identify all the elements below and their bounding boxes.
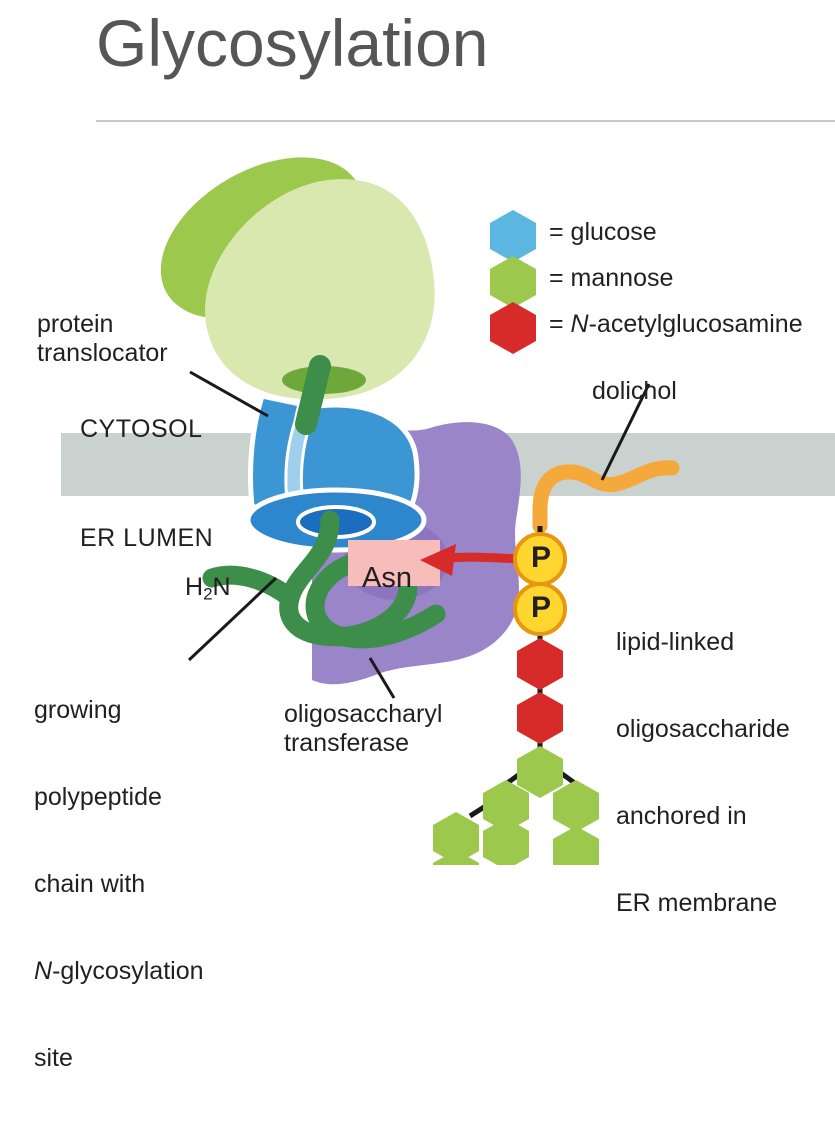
leader-transferase xyxy=(368,657,396,699)
label-growing-chain: growing polypeptide chain with N-glycosy… xyxy=(34,638,204,1131)
legend-glcnac-italic-n: N xyxy=(570,310,589,338)
sugar-n-acetylglucosamine-2 xyxy=(517,692,563,744)
sugar-mannose-core xyxy=(517,746,563,798)
sugar-mannose-branch-left-upper xyxy=(483,780,529,832)
polypeptide-n-terminal-arm xyxy=(202,565,300,608)
legend-swatch-glucose xyxy=(490,210,536,262)
leader-growing-chain xyxy=(187,576,278,662)
transfer-arrow-head xyxy=(420,544,456,576)
growing-chain-line-4-rest: -glycosylation xyxy=(52,957,204,985)
asn-box xyxy=(348,540,440,586)
growing-chain-italic-n: N xyxy=(34,957,53,985)
growing-chain-line-1: growing xyxy=(34,696,122,724)
label-h2n: H2N xyxy=(185,573,231,608)
diagram-canvas xyxy=(0,128,835,865)
growing-chain-line-2: polypeptide xyxy=(34,783,162,811)
label-cytosol: CYTOSOL xyxy=(80,415,203,443)
ribosome-small-subunit xyxy=(204,179,435,400)
phosphate-1-letter: P xyxy=(531,541,552,574)
label-lipid-linked-oligosaccharide: lipid-linked oligosaccharide anchored in… xyxy=(616,570,790,976)
lipid-linked-line-4: ER membrane xyxy=(616,889,778,917)
sugar-mannose-branch-middle xyxy=(483,818,529,865)
dolichol-tail xyxy=(532,460,680,518)
leader-dolichol xyxy=(600,383,651,481)
legend-glcnac-suffix: -acetylglucosamine xyxy=(588,310,803,338)
h2n-subscript: 2 xyxy=(203,584,213,604)
growing-chain-line-3: chain with xyxy=(34,870,146,898)
phosphate-2-letter: P xyxy=(531,591,552,624)
label-protein-translocator: protein translocator xyxy=(37,310,168,367)
legend-swatch-glcnac xyxy=(490,302,536,354)
lipid-linked-line-1: lipid-linked xyxy=(616,628,735,656)
phosphate-group-2 xyxy=(513,582,567,636)
legend-label-glucose: = glucose xyxy=(549,218,657,246)
sugar-mannose-branch-left-terminal xyxy=(433,850,479,865)
label-dolichol: dolichol xyxy=(592,377,677,405)
legend-glcnac-prefix: = xyxy=(549,310,571,338)
sugar-n-acetylglucosamine-1 xyxy=(517,638,563,690)
legend-label-glcnac: = N-acetylglucosamine xyxy=(549,310,803,339)
h2n-h: H xyxy=(185,573,204,601)
sugar-mannose-branch-left-outer xyxy=(433,812,479,864)
legend-label-mannose: = mannose xyxy=(549,264,674,292)
h2n-n: N xyxy=(212,573,231,601)
figure-root: Glycosylation xyxy=(0,6,835,1072)
label-asn: Asn xyxy=(362,562,412,594)
leader-lines xyxy=(187,370,651,699)
growing-chain-line-5: site xyxy=(34,1044,73,1072)
label-oligosaccharyl-transferase: oligosaccharyl transferase xyxy=(284,700,443,757)
polypeptide-in-ribosome xyxy=(295,355,331,435)
sugar-mannose-branch-right-mid xyxy=(553,826,599,865)
label-er-lumen: ER LUMEN xyxy=(80,524,214,552)
lipid-linked-line-2: oligosaccharide xyxy=(616,715,790,743)
legend-swatch-mannose xyxy=(490,256,536,308)
title-divider xyxy=(96,120,835,122)
leader-protein-translocator xyxy=(189,370,269,418)
growing-chain-line-4: N-glycosylation xyxy=(34,957,204,986)
page-title: Glycosylation xyxy=(96,6,489,80)
sugar-mannose-branch-right-upper xyxy=(553,780,599,832)
lipid-linked-line-3: anchored in xyxy=(616,802,747,830)
